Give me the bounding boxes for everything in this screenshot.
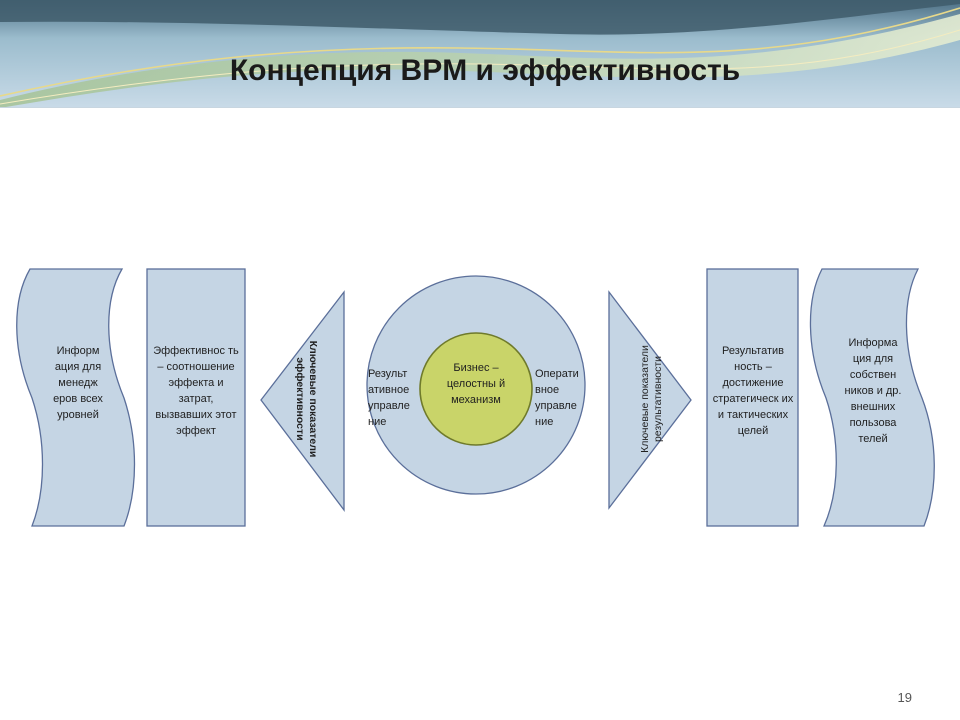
right-triangle-arrow bbox=[608, 290, 692, 510]
right-arrow-label-line1: Ключевые показатели bbox=[639, 345, 651, 453]
right-arrow-label: Ключевые показатели результативности bbox=[639, 329, 665, 469]
header-wave-decoration bbox=[0, 0, 960, 108]
effectiveness-text: Результатив ность – достижение стратегич… bbox=[712, 345, 794, 437]
right-info-shape bbox=[809, 268, 935, 527]
circle-right-text: Операти вное управле ние bbox=[535, 368, 579, 428]
right-arrow-label-line2: результативности bbox=[652, 355, 664, 443]
left-triangle-arrow bbox=[260, 290, 345, 512]
left-info-text: Информ ация для менедж еров всех уровней bbox=[53, 345, 103, 421]
effectiveness-box bbox=[706, 268, 799, 527]
left-arrow-label-line2: эффективности bbox=[294, 357, 306, 441]
right-info-text: Информа ция для собствен ников и др. вне… bbox=[844, 337, 902, 445]
left-info-shape bbox=[16, 268, 136, 527]
page-number: 19 bbox=[897, 690, 912, 705]
left-arrow-label-line1: Ключевые показатели bbox=[307, 340, 319, 458]
circle-left-text: Результ ативное управле ние bbox=[368, 368, 410, 428]
efficiency-text: Эффективнос ть – соотношение эффекта и з… bbox=[153, 345, 239, 437]
slide-title: Концепция BPM и эффективность bbox=[229, 54, 741, 87]
left-arrow-label: Ключевые показатели эффективности bbox=[293, 329, 319, 469]
business-core-circle bbox=[419, 332, 533, 446]
slide-header: Концепция BPM и эффективность bbox=[0, 0, 960, 108]
core-text: Бизнес – целостны й механизм bbox=[446, 362, 506, 406]
efficiency-box bbox=[146, 268, 246, 527]
